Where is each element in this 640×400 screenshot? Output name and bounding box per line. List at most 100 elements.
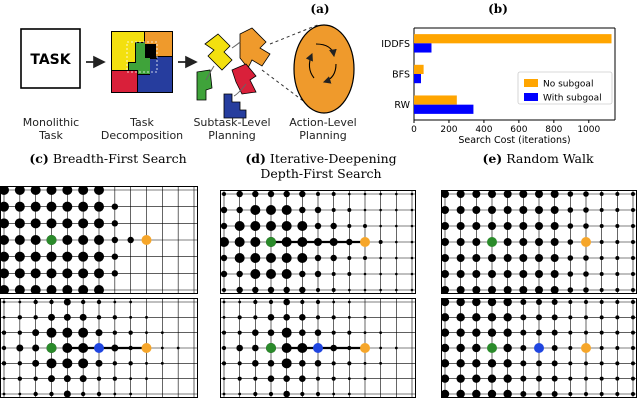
visited-node (346, 238, 353, 246)
visited-node (2, 377, 6, 381)
visited-node (615, 272, 620, 276)
visited-node (441, 206, 449, 214)
visited-node (267, 286, 275, 294)
visited-node (46, 268, 57, 279)
visited-node (347, 361, 352, 366)
visited-node (46, 186, 57, 195)
visited-node (281, 205, 292, 215)
subtask-pieces-graphic (196, 27, 271, 119)
visited-node (46, 285, 57, 294)
visited-node (379, 361, 383, 365)
visited-node (599, 361, 604, 366)
visited-node (14, 285, 25, 294)
visited-node (615, 315, 620, 320)
visited-node (160, 361, 164, 365)
random-walk-grid-with-subgoal (441, 298, 637, 398)
legend-swatch (524, 79, 538, 87)
visited-node (14, 235, 25, 245)
visited-node (631, 288, 635, 292)
visited-node (631, 208, 635, 212)
visited-node (297, 221, 308, 231)
visited-node (395, 224, 398, 228)
visited-node (96, 299, 102, 305)
visited-node (488, 270, 496, 278)
visited-node (567, 255, 574, 261)
visited-node (297, 343, 308, 353)
visited-node (583, 287, 589, 293)
visited-node (30, 251, 41, 262)
visited-node (631, 224, 635, 228)
visited-node (615, 330, 620, 335)
visited-node (488, 286, 496, 294)
visited-node (46, 201, 57, 212)
panel-e-title: (e) Random Walk (482, 151, 594, 166)
visited-node (17, 315, 23, 320)
visited-node (79, 375, 87, 383)
visited-node (253, 315, 258, 320)
visited-node (78, 343, 89, 353)
visited-node (441, 222, 449, 230)
visited-node (220, 222, 228, 230)
visited-node (14, 251, 25, 262)
visited-node (599, 300, 604, 304)
visited-node (535, 238, 543, 246)
visited-node (535, 270, 543, 278)
visited-node (17, 376, 23, 381)
visited-node (129, 300, 133, 304)
visited-node (363, 192, 367, 196)
visited-node (297, 237, 308, 247)
visited-node (78, 186, 89, 195)
bar-bfs-with-subgoal (414, 74, 421, 84)
visited-node (129, 377, 133, 381)
visited-node (519, 286, 528, 294)
visited-node (519, 270, 528, 278)
visited-node (487, 328, 497, 337)
panel-a-label: (a) (310, 2, 330, 16)
visited-node (267, 329, 275, 336)
visited-node (315, 299, 321, 305)
visited-node (456, 190, 465, 198)
visited-node (379, 224, 382, 228)
visited-node (331, 376, 336, 381)
visited-node (567, 223, 574, 229)
visited-node (63, 298, 71, 306)
visited-node (331, 315, 336, 320)
visited-node (62, 327, 73, 338)
visited-node (567, 287, 574, 293)
visited-node (145, 361, 148, 365)
visited-node (252, 329, 259, 336)
visited-node (128, 330, 133, 335)
visited-node (568, 300, 573, 304)
visited-node (299, 206, 306, 214)
visited-node (584, 330, 588, 335)
visited-node (299, 375, 306, 382)
visited-node (266, 253, 276, 263)
visited-node (363, 377, 367, 381)
visited-node (363, 272, 367, 276)
visited-node (30, 218, 41, 229)
visited-node (550, 190, 559, 198)
visited-node (599, 208, 604, 212)
visited-node (266, 269, 276, 279)
visited-node (615, 346, 620, 350)
visited-node (220, 206, 228, 214)
visited-node (487, 389, 497, 398)
x-tick-label: 400 (475, 125, 492, 135)
visited-node (238, 300, 242, 304)
visited-node (1, 345, 7, 351)
legend-label: No subgoal (543, 80, 593, 90)
visited-node (283, 314, 290, 321)
panel-a-illustration: TASK (20, 23, 355, 119)
visited-node (550, 222, 559, 230)
visited-node (331, 192, 336, 196)
visited-node (220, 254, 228, 262)
visited-node (379, 346, 383, 350)
visited-node (94, 218, 104, 229)
visited-node (128, 361, 133, 366)
panel-b-label: (b) (488, 2, 508, 16)
visited-node (456, 313, 465, 322)
visited-node (456, 206, 465, 214)
visited-node (48, 375, 55, 383)
visited-node (160, 346, 164, 350)
visited-node (78, 358, 89, 369)
